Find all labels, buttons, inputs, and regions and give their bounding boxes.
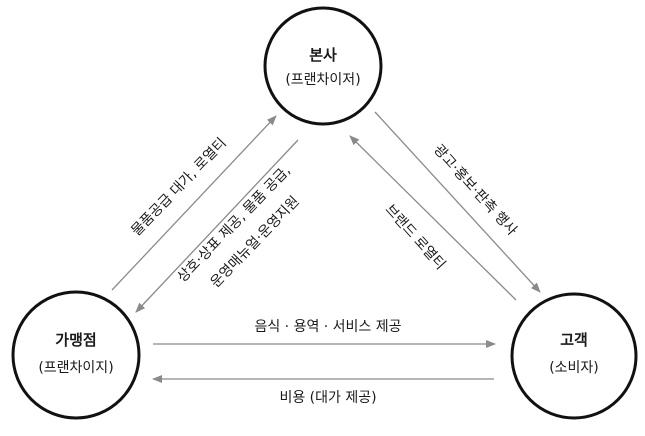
label-customer-to-hq: 브랜드 로열티 [382,202,449,273]
label-franchisee-to-customer: 음식 · 용역 · 서비스 제공 [254,319,401,335]
label-hq-to-customer: 광고·홍보·판촉 행사 [430,142,520,239]
customer-title: 고객 [560,331,588,349]
hq-subtitle: (프랜차이저) [285,72,360,88]
franchisee-circle [11,290,141,420]
arrow-customer-to-hq [349,135,517,301]
franchisee-subtitle: (프랜차이지) [38,360,113,376]
arrow-franchisee-to-hq [111,115,277,291]
customer-subtitle: (소비자) [549,360,599,376]
franchisee-title: 가맹점 [55,331,96,349]
arrow-hq-to-customer [374,111,541,293]
label-customer-to-franchisee: 비용 (대가 제공) [279,390,376,406]
node-customer: 고객 (소비자) [510,292,638,420]
node-hq: 본사 (프랜차이저) [263,6,383,126]
label-franchisee-to-hq: 물품공급 대가, 로열티 [128,135,229,239]
arrow-hq-to-franchisee [135,139,299,313]
hq-circle [263,6,383,126]
node-franchisee: 가맹점 (프랜차이지) [11,290,141,420]
hq-title: 본사 [309,46,337,64]
customer-circle [510,292,638,420]
